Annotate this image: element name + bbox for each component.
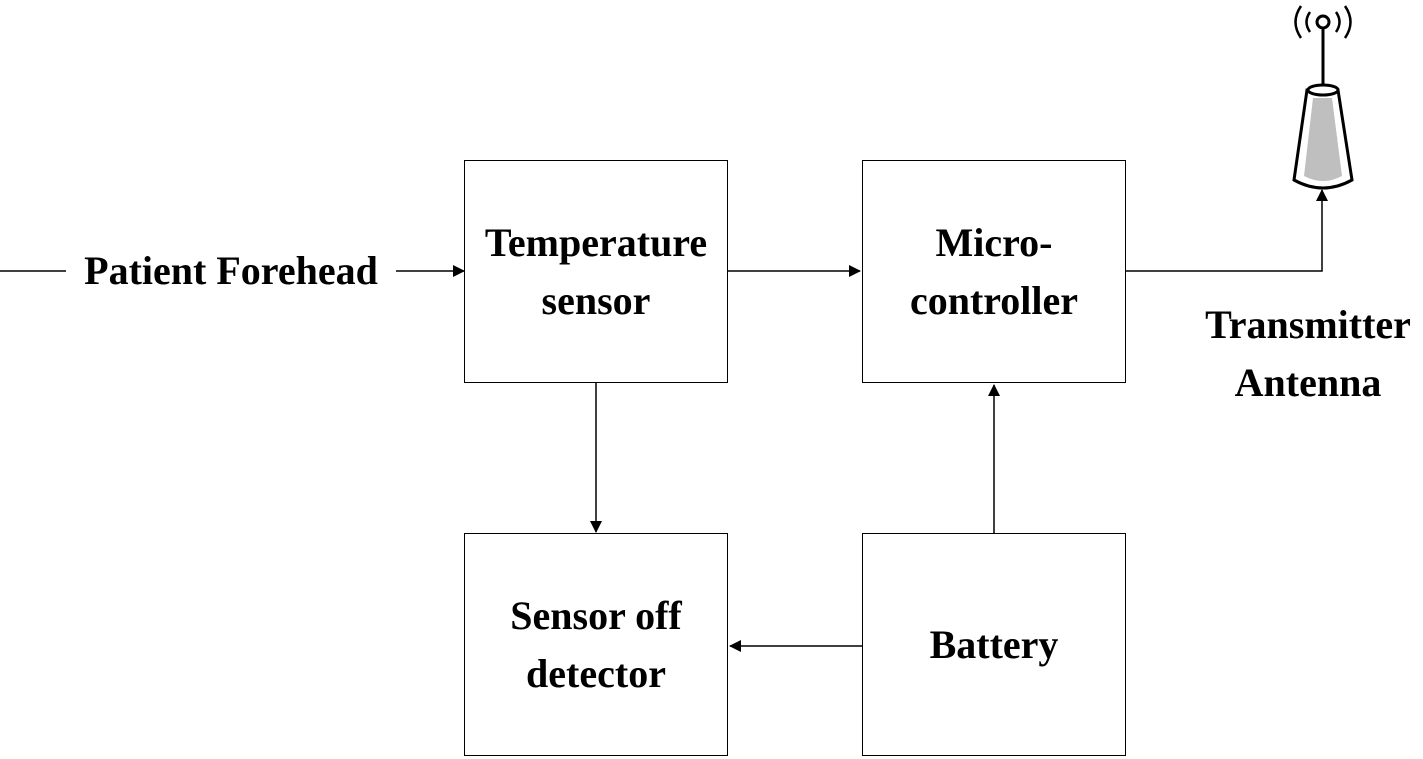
temperature-sensor-block: Temperature sensor	[464, 160, 728, 383]
arrow-microcontroller-to-antenna	[1126, 189, 1328, 272]
sensor-off-detector-line2: detector	[526, 650, 666, 696]
microcontroller-block: Micro- controller	[862, 160, 1126, 383]
antenna-icon	[1292, 5, 1354, 190]
battery-label: Battery	[929, 621, 1059, 667]
temperature-sensor-line1: Temperature	[484, 219, 708, 265]
microcontroller-line2: controller	[909, 277, 1079, 323]
sensor-off-detector-block: Sensor off detector	[464, 533, 728, 756]
input-label: Patient Forehead	[66, 242, 396, 300]
antenna-label-line2: Antenna	[1234, 360, 1382, 405]
sensor-off-detector-line1: Sensor off	[510, 592, 682, 638]
antenna-label: Transmitter Antenna	[1190, 296, 1423, 412]
temperature-sensor-line2: sensor	[541, 277, 651, 323]
microcontroller-line1: Micro-	[935, 219, 1053, 265]
battery-block: Battery	[862, 533, 1126, 756]
antenna-label-line1: Transmitter	[1205, 302, 1411, 347]
